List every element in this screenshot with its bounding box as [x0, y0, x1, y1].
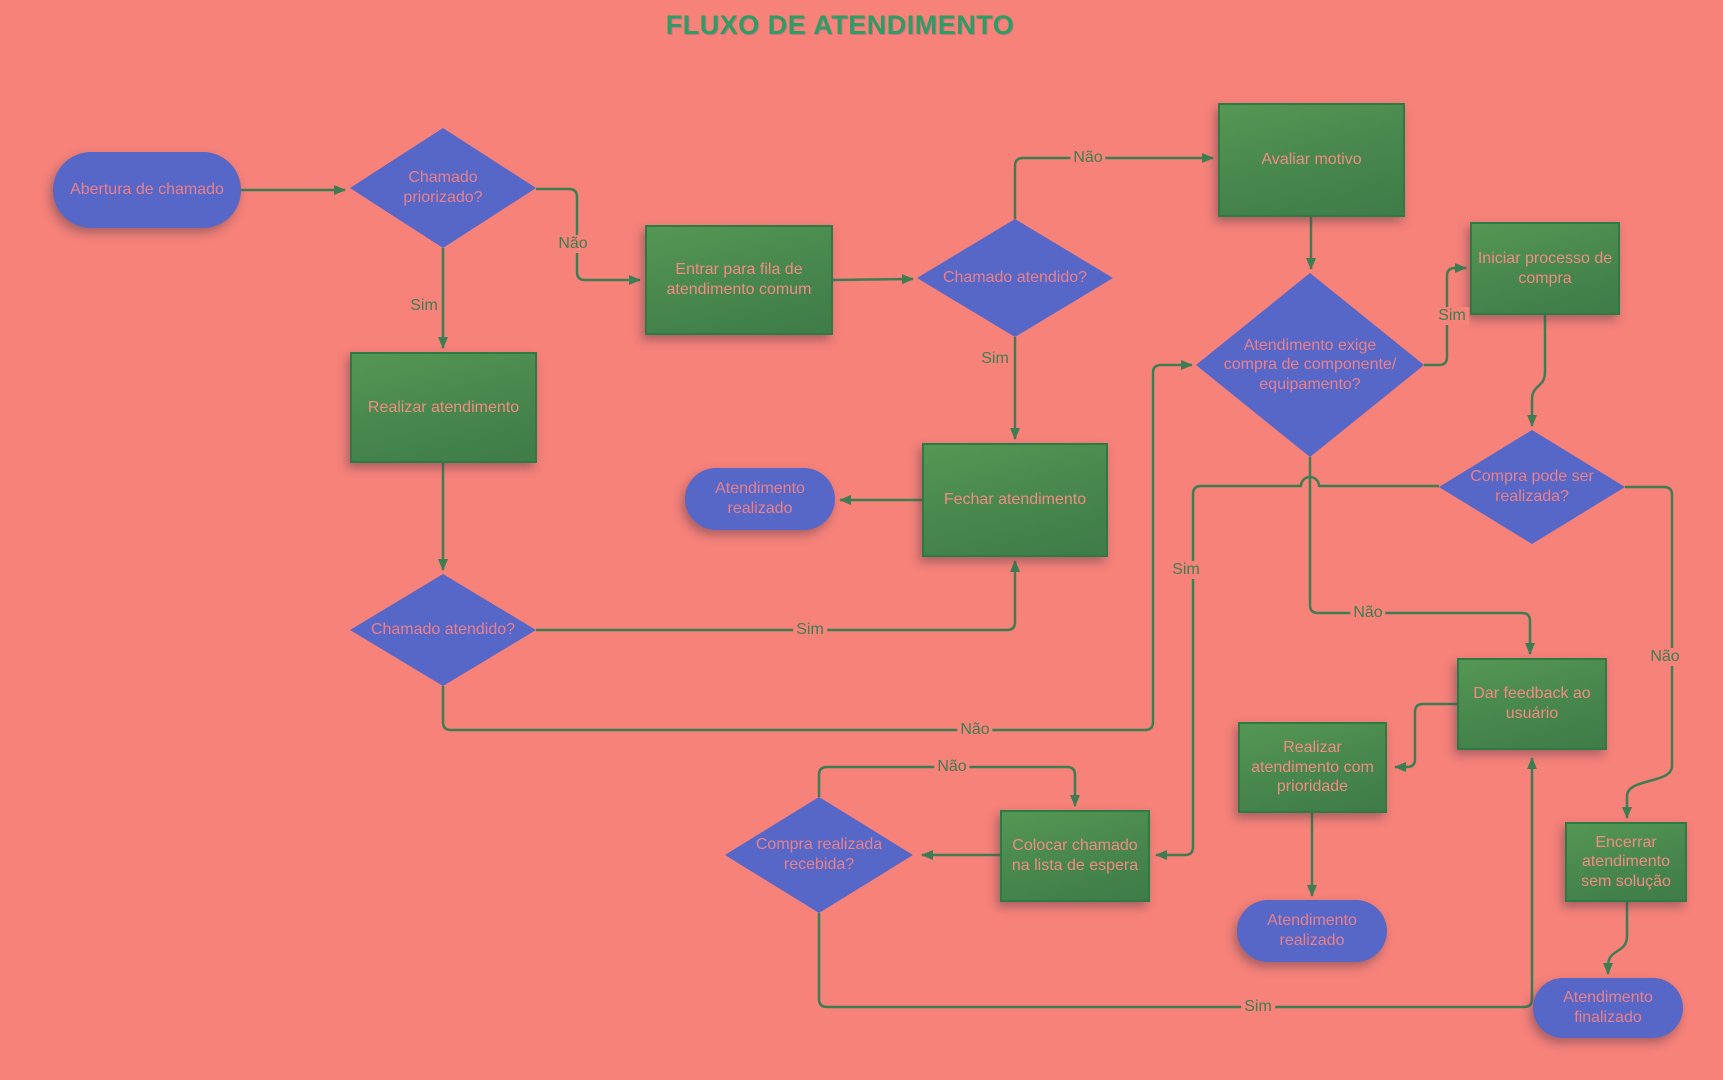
node-colocar-lista-espera: Colocar chamado na lista de espera	[1000, 810, 1150, 902]
node-iniciar-processo-compra: Iniciar processo de compra	[1470, 222, 1620, 315]
edge-label-nao-exige-compra: Não	[1350, 604, 1386, 622]
node-atendimento-realizado-baixo: Atendimento realizado	[1237, 900, 1387, 962]
node-fechar-atendimento: Fechar atendimento	[922, 443, 1108, 557]
edge-label-sim-compra-recebida: Sim	[1241, 998, 1275, 1016]
edge-label-sim-priorizado: Sim	[407, 297, 441, 315]
node-encerrar-sem-solucao: Encerrar atendimento sem solução	[1565, 822, 1687, 902]
node-atendimento-finalizado: Atendimento finalizado	[1533, 978, 1683, 1038]
node-chamado-atendido-esquerda: Chamado atendido?	[350, 574, 536, 686]
edge-fila-atendidotopo	[832, 274, 914, 285]
node-chamado-priorizado: Chamado priorizado?	[350, 128, 536, 248]
edge-label-nao-priorizado: Não	[555, 235, 591, 253]
edge-label-sim-exige-compra: Sim	[1435, 307, 1469, 325]
edge-label-sim-atendido-topo: Sim	[978, 350, 1012, 368]
edge-label-sim-atendido-esq: Sim	[793, 621, 827, 639]
node-realizar-atendimento: Realizar atendimento	[350, 352, 537, 463]
edge-comprarecebida-feedback	[817, 757, 1537, 1009]
edge-label-nao-compra-recebida: Não	[934, 758, 970, 776]
node-atendimento-realizado-meio: Atendimento realizado	[685, 468, 835, 530]
edge-label-sim-compra-pode: Sim	[1169, 561, 1203, 579]
node-chamado-atendido-topo: Chamado atendido?	[917, 219, 1113, 337]
edge-iniciarcompra-comprapode	[1527, 315, 1547, 427]
node-atendimento-exige-compra: Atendimento exige compra de componente/ …	[1196, 273, 1424, 457]
edge-label-nao-atendido-esq: Não	[957, 721, 993, 739]
node-dar-feedback-usuario: Dar feedback ao usuário	[1457, 658, 1607, 750]
edge-label-nao-compra-pode: Não	[1647, 648, 1683, 666]
edge-encerrar-finalizado	[1603, 902, 1629, 975]
edge-label-nao-atendido-topo: Não	[1070, 149, 1106, 167]
node-entrar-fila-comum: Entrar para fila de atendimento comum	[645, 225, 833, 335]
edge-feedback-prioridade	[1394, 702, 1457, 772]
node-avaliar-motivo: Avaliar motivo	[1218, 103, 1405, 217]
node-compra-realizada-recebida: Compra realizada recebida?	[725, 797, 913, 913]
node-abertura-de-chamado: Abertura de chamado	[53, 152, 241, 228]
node-realizar-atendimento-prioridade: Realizar atendimento com prioridade	[1238, 722, 1387, 813]
edge-atendidotopo-avaliar	[1013, 153, 1214, 219]
edge-atendidoesq-fechar	[536, 560, 1020, 632]
node-compra-pode-ser-realizada: Compra pode ser realizada?	[1439, 430, 1625, 544]
page-title: FLUXO DE ATENDIMENTO	[665, 10, 1015, 40]
